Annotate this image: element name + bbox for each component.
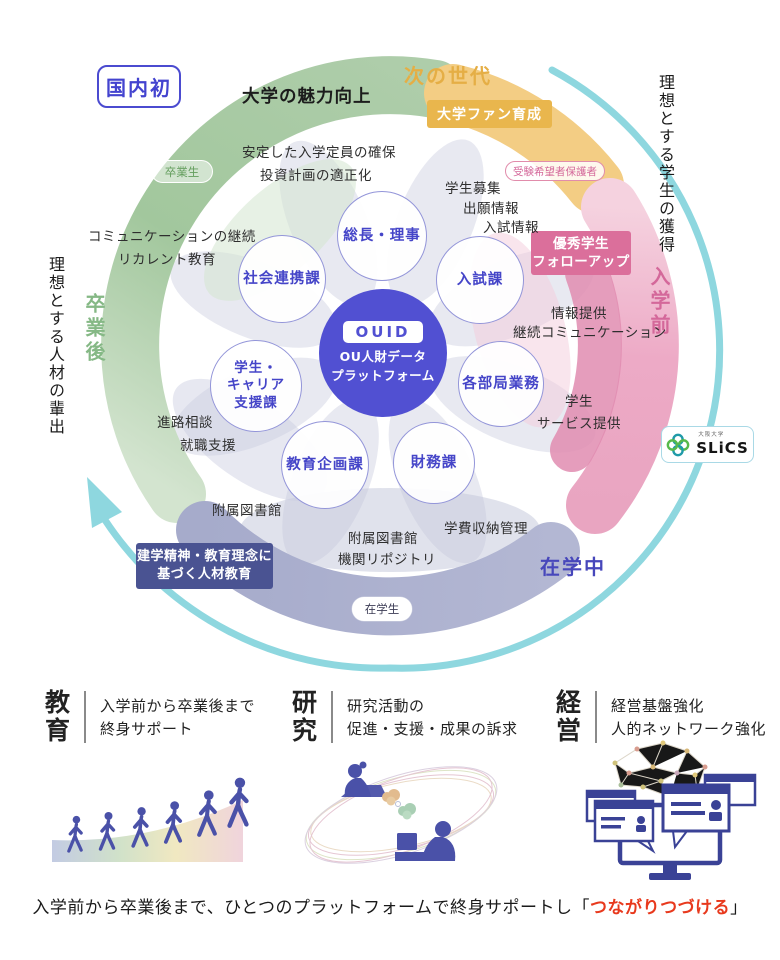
divider [595, 691, 597, 743]
dept-career-line3: 支援課 [234, 394, 278, 411]
dept-admissions-circle: 入試課 [436, 236, 524, 324]
stage-enrolled: 在学中 [540, 555, 606, 579]
pillar-education-desc1: 入学前から卒業後まで [100, 697, 256, 715]
pillar-education-title: 教育 [45, 688, 71, 745]
researcher-top [341, 761, 387, 797]
dept-president-circle: 総長・理事 [337, 191, 427, 281]
followup-line1: 優秀学生 [553, 236, 609, 252]
dept-student-career-circle: 学生・ キャリア 支援課 [210, 340, 302, 432]
note-communication-continuity: コミュニケーションの継続 [88, 229, 256, 245]
note-library-left: 附属図書館 [212, 503, 282, 519]
pillar-research-desc1: 研究活動の [347, 697, 425, 715]
followup-line2: フォローアップ [532, 254, 630, 271]
profile-card-left [593, 799, 656, 854]
lifecycle-arrow [87, 66, 724, 672]
graduates-pill: 卒業生 [151, 160, 213, 183]
current-students-pill: 在学生 [352, 597, 412, 621]
dept-career-line2: キャリア [227, 377, 285, 394]
note-student-service: 学生 サービス提供 [519, 392, 639, 435]
researcher-bottom [395, 821, 456, 861]
footer-prefix: 入学前から卒業後まで、ひとつのプラットフォームで終身サポートし「 [32, 898, 590, 918]
pillar-research-title: 研究 [292, 688, 318, 745]
dept-education-planning-circle: 教育企画課 [281, 421, 369, 509]
founding-line2: 基づく人材教育 [157, 567, 252, 583]
pillar-education-desc: 入学前から卒業後まで 終身サポート [100, 695, 255, 742]
note-tuition-management: 学費収納管理 [444, 521, 528, 537]
note-career-consult: 進路相談 [157, 415, 213, 431]
slics-name-label: SLiCS [696, 438, 749, 457]
dept-community-circle: 社会連携課 [238, 235, 326, 323]
stage-after-graduation: 卒業後 [82, 293, 106, 365]
stage-next-generation: 次の世代 [404, 64, 492, 88]
footer-caption: 入学前から卒業後まで、ひとつのプラットフォームで終身サポートし「つながりつづける… [0, 893, 780, 918]
note-service-line2: サービス提供 [537, 415, 621, 432]
note-library-center: 附属図書館 [348, 531, 418, 547]
applicants-parents-pill: 受験希望者保護者 [505, 161, 605, 181]
headline-university-appeal: 大学の魅力向上 [242, 87, 372, 107]
divider [84, 691, 86, 743]
pillar-research-desc: 研究活動の 促進・支援・成果の訴求 [347, 695, 518, 742]
segment-after-graduation [101, 56, 464, 523]
note-repository: 機関リポジトリ [338, 552, 436, 568]
dept-community-label: 社会連携課 [243, 270, 321, 287]
founding-line1: 建学精神・教育理念に [136, 549, 272, 564]
note-recruit: 学生募集 [445, 181, 501, 197]
platform-line1: OU人財データ [339, 349, 427, 365]
arrowhead [87, 477, 122, 528]
ouid-platform-circle: OUID OU人財データ プラットフォーム [319, 289, 447, 417]
goal-ideal-talent: 理想とする人材の輩出 [46, 256, 65, 436]
domestic-first-badge: 国内初 [97, 65, 181, 108]
fan-development-box: 大学ファン育成 [427, 100, 552, 128]
pillar-management-desc2: 人的ネットワーク強化 [611, 720, 767, 739]
note-investment: 投資計画の適正化 [260, 168, 372, 184]
dept-admissions-label: 入試課 [456, 271, 504, 288]
excellent-student-followup-box: 優秀学生 フォローアップ [531, 231, 631, 276]
note-stable-enrollment: 安定した入学定員の確保 [242, 145, 396, 161]
profile-card-right [661, 783, 731, 850]
dept-president-label: 総長・理事 [343, 227, 421, 244]
dept-education-planning-label: 教育企画課 [286, 456, 364, 473]
dept-finance-label: 財務課 [410, 454, 458, 471]
data-clouds [382, 789, 416, 820]
slics-knot-icon [666, 433, 690, 456]
divider [331, 691, 333, 743]
pillar-research-desc2: 促進・支援・成果の訴求 [347, 720, 518, 739]
platform-line2: プラットフォーム [331, 367, 435, 383]
note-job-support: 就職支援 [180, 438, 236, 454]
ouid-badge: OUID [342, 321, 424, 344]
note-exam-info: 入試情報 [483, 220, 539, 236]
note-continuous-communication: 継続コミュニケーション [513, 325, 667, 341]
note-info-provision: 情報提供 [551, 306, 607, 322]
segment-pre-admission-inner [550, 251, 622, 472]
research-illustration [304, 761, 498, 864]
dept-finance-circle: 財務課 [393, 422, 475, 504]
education-illustration [52, 760, 270, 862]
dept-bureaus-circle: 各部局業務 [458, 341, 544, 427]
pillar-management-desc1: 経営基盤強化 [611, 697, 705, 715]
dept-career-line1: 学生・ [234, 359, 278, 376]
footer-suffix: 」 [730, 898, 748, 918]
slics-org-label: 大阪大学 [698, 432, 725, 439]
note-application-info: 出願情報 [463, 201, 519, 217]
management-illustration [585, 740, 757, 880]
note-service-line1: 学生 [565, 394, 593, 410]
dept-bureaus-label: 各部局業務 [462, 375, 540, 392]
pillar-education-desc2: 終身サポート [100, 720, 194, 739]
founding-spirit-box: 建学精神・教育理念に 基づく人材教育 [136, 543, 273, 590]
stage-pre-admission: 入学前 [647, 266, 671, 338]
pillar-management-title: 経営 [556, 688, 582, 745]
goal-ideal-students: 理想とする学生の獲得 [656, 74, 675, 254]
slics-logo: 大阪大学 SLiCS [661, 426, 754, 463]
note-recurrent-education: リカレント教育 [118, 252, 216, 268]
pillar-management-desc: 経営基盤強化 人的ネットワーク強化 [611, 695, 766, 742]
footer-highlight: つながりつづける [589, 898, 731, 918]
